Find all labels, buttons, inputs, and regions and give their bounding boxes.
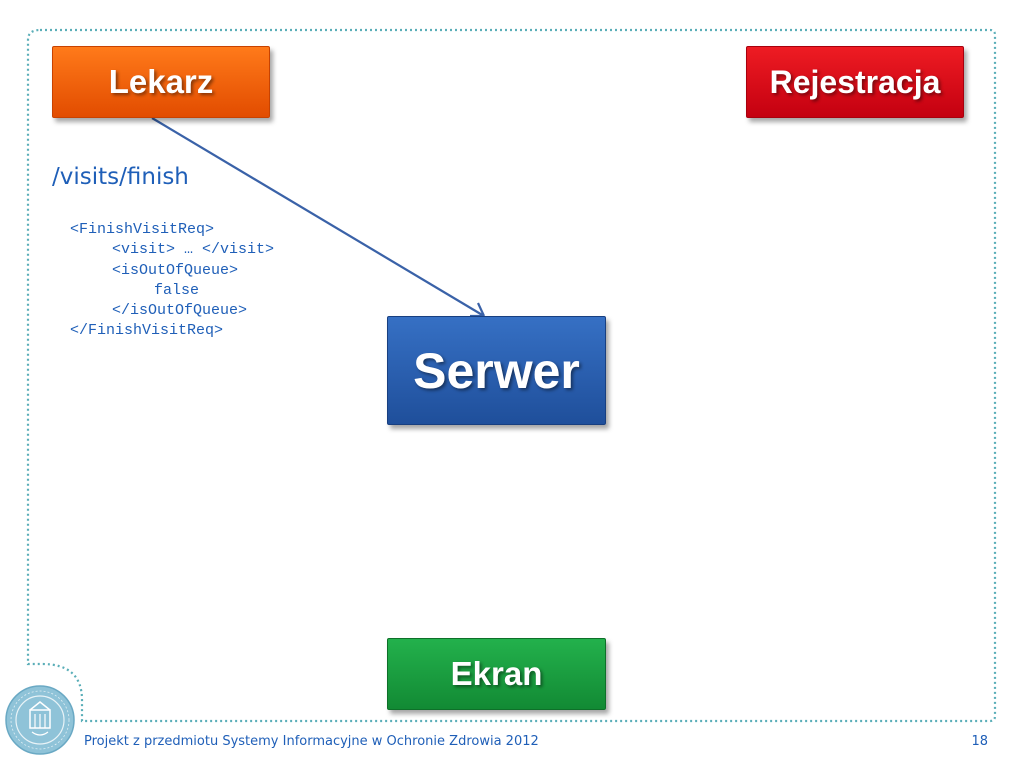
- ekran-node: Ekran: [387, 638, 606, 710]
- serwer-node: Serwer: [387, 316, 606, 425]
- code-line: <visit> … </visit>: [112, 241, 275, 259]
- code-line: <isOutOfQueue>: [112, 261, 239, 279]
- endpoint-path: /visits/finish: [52, 164, 189, 190]
- lekarz-node: Lekarz: [52, 46, 270, 118]
- code-line: <FinishVisitReq>: [70, 221, 215, 238]
- footer-text: Projekt z przedmiotu Systemy Informacyjn…: [84, 734, 539, 749]
- code-line: </isOutOfQueue>: [112, 302, 248, 320]
- code-line: </FinishVisitReq>: [70, 322, 224, 340]
- rejestracja-node: Rejestracja: [746, 46, 964, 118]
- xml-request-body: <FinishVisitReq> <visit> … </visit> <isO…: [70, 220, 274, 342]
- university-seal-logo: [5, 685, 75, 755]
- page-number: 18: [971, 734, 988, 749]
- code-line: false: [154, 281, 200, 299]
